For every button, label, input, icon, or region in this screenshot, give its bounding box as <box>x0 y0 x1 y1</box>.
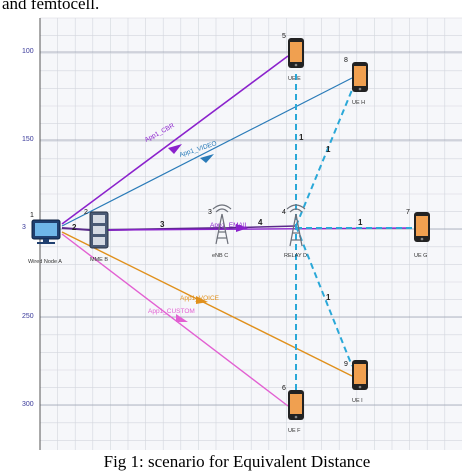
phone-icon <box>288 390 304 420</box>
arrow-cbr <box>168 144 182 154</box>
node-number-wired: 1 <box>30 212 34 219</box>
node-labels: Wired Node A MME B eNB C RELAY D UE E UE… <box>28 76 427 434</box>
tower-icon <box>212 204 232 245</box>
tower-icon <box>286 204 306 247</box>
link-a-mme <box>61 227 91 231</box>
phone-icon <box>352 360 368 390</box>
figure-caption: Fig 1: scenario for Equivalent Distance <box>103 452 371 471</box>
node-number-enb: 3 <box>208 209 212 216</box>
axis-tick-250: 250 <box>22 313 34 320</box>
server-icon <box>89 211 109 249</box>
link-labels: 2 3 4 1 1 1 1 <box>72 133 363 302</box>
wireless-relay-uei <box>295 225 353 367</box>
flow-custom <box>61 233 289 407</box>
app-label-voice: App1_VOICE <box>180 295 220 302</box>
arrow-video <box>200 154 214 163</box>
arrow-email <box>236 224 248 232</box>
node-ue-e[interactable] <box>288 38 304 68</box>
wireless-relay-ueh <box>295 89 353 227</box>
nodes <box>31 38 430 420</box>
node-numbers: 1 2 3 4 5 6 7 8 9 <box>30 33 410 392</box>
node-wired-a[interactable] <box>31 219 61 244</box>
node-number-relay: 4 <box>282 209 286 216</box>
app-label-email: App1_EMAIL <box>210 222 249 229</box>
link-label-mme-enb: 3 <box>160 220 165 229</box>
flow-voice <box>61 231 353 377</box>
links <box>61 55 414 407</box>
link-label-relay-uei: 1 <box>326 293 331 302</box>
header-fragment: and femtocell. <box>2 0 100 13</box>
link-label-a-mme: 2 <box>72 223 77 232</box>
axis-tick-100: 100 <box>22 48 34 55</box>
node-ue-f[interactable] <box>288 390 304 420</box>
phone-icon <box>352 62 368 92</box>
node-number-uef: 6 <box>282 385 286 392</box>
flow-video <box>61 77 353 227</box>
node-relay-d[interactable] <box>286 204 306 247</box>
node-number-ueg: 7 <box>406 209 410 216</box>
node-number-uee: 5 <box>282 33 286 40</box>
flow-cbr <box>61 55 289 225</box>
node-label-enb: eNB C <box>212 253 228 259</box>
axis-tick-partial: 3 <box>22 224 26 231</box>
node-ue-i[interactable] <box>352 360 368 390</box>
node-label-uei: UE I <box>352 398 363 404</box>
link-label-relay-ueh: 1 <box>326 145 331 154</box>
node-label-wired: Wired Node A <box>28 259 62 265</box>
node-enb-c[interactable] <box>212 204 232 245</box>
link-label-enb-relay: 4 <box>258 218 263 227</box>
node-label-ueg: UE G <box>414 253 427 259</box>
node-label-uee: UE E <box>288 76 301 82</box>
axis-tick-300: 300 <box>22 401 34 408</box>
arrow-custom <box>176 314 188 322</box>
link-label-relay-ueg: 1 <box>358 218 363 227</box>
arrow-voice <box>196 296 208 304</box>
node-label-mme: MME B <box>90 257 108 263</box>
link-label-relay-uee: 1 <box>299 133 304 142</box>
node-number-uei: 9 <box>344 361 348 368</box>
node-number-mme: 2 <box>84 209 88 216</box>
node-ue-h[interactable] <box>352 62 368 92</box>
axis-tick-150: 150 <box>22 136 34 143</box>
app-label-custom: App1_CUSTOM <box>148 308 195 315</box>
phone-icon <box>288 38 304 68</box>
computer-icon <box>31 219 61 244</box>
link-enb-relay <box>221 225 297 229</box>
node-label-relay: RELAY D <box>284 253 307 259</box>
node-label-uef: UE F <box>288 428 301 434</box>
node-mme-b[interactable] <box>89 211 109 249</box>
node-number-ueh: 8 <box>344 57 348 64</box>
phone-icon <box>414 212 430 242</box>
axis-ticks: 100 150 250 300 3 <box>22 48 34 408</box>
node-label-ueh: UE H <box>352 100 365 106</box>
node-ue-g[interactable] <box>414 212 430 242</box>
